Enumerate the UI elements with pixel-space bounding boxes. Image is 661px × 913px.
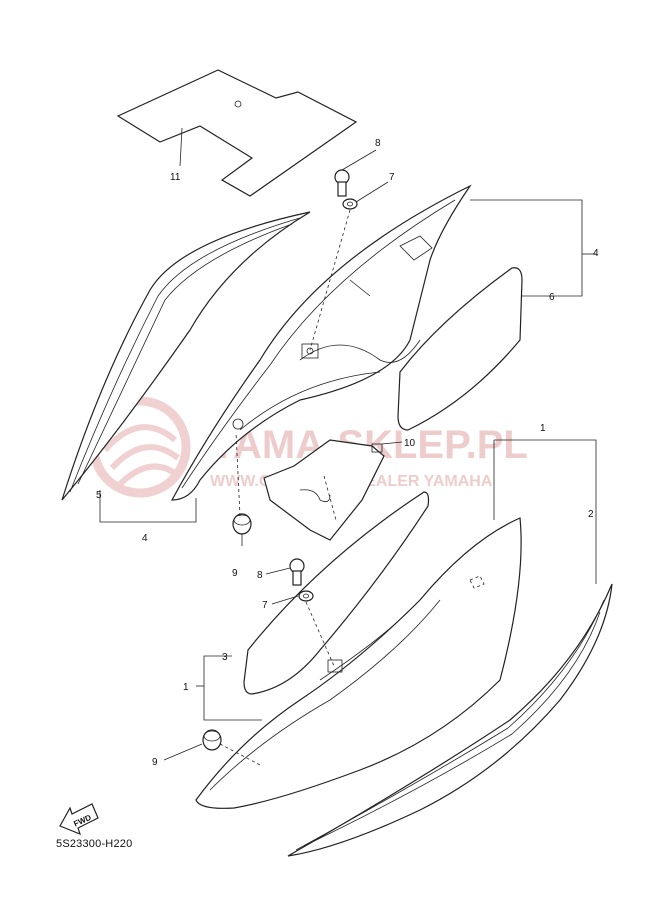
washer-7-lower-icon (298, 590, 314, 602)
part-10-bracket (263, 439, 385, 541)
callout-1-right: 1 (540, 423, 546, 434)
part-6-panel (397, 267, 523, 431)
callout-4-right: 4 (593, 248, 599, 259)
callout-9-lower: 9 (152, 757, 158, 768)
part-2-right-panel (287, 583, 613, 857)
leader-lines (99, 127, 597, 761)
callout-3: 3 (222, 652, 228, 663)
part-3-lower-panel (243, 491, 430, 695)
callout-2: 2 (588, 509, 594, 520)
grommet-9-upper-icon (232, 513, 252, 535)
callout-labels: 8 7 11 4 6 5 4 10 1 2 9 8 7 3 1 9 (96, 138, 599, 768)
callout-8-upper: 8 (375, 138, 381, 149)
diagram-code: 5S23300-H220 (56, 838, 133, 850)
part-5-left-panel (61, 211, 311, 501)
fwd-arrow-icon: FWD (59, 803, 99, 836)
callout-8-lower: 8 (257, 570, 263, 581)
washer-7-upper-icon (342, 198, 358, 210)
callout-5: 5 (96, 490, 102, 501)
screw-8-upper-icon (334, 169, 350, 197)
part-11-sheet (116, 69, 358, 197)
callout-1-left: 1 (183, 682, 189, 693)
callout-7-upper: 7 (389, 172, 395, 183)
callout-10: 10 (404, 438, 416, 449)
callout-4-left: 4 (142, 533, 148, 544)
grommet-9-lower-icon (202, 729, 222, 751)
callout-9-upper: 9 (232, 568, 238, 579)
part-1-lower-cover (195, 517, 522, 809)
callout-6: 6 (549, 292, 555, 303)
screw-8-lower-icon (289, 558, 305, 586)
assembly-lines (219, 209, 371, 767)
callout-7-lower: 7 (262, 600, 268, 611)
callout-11: 11 (170, 172, 181, 183)
